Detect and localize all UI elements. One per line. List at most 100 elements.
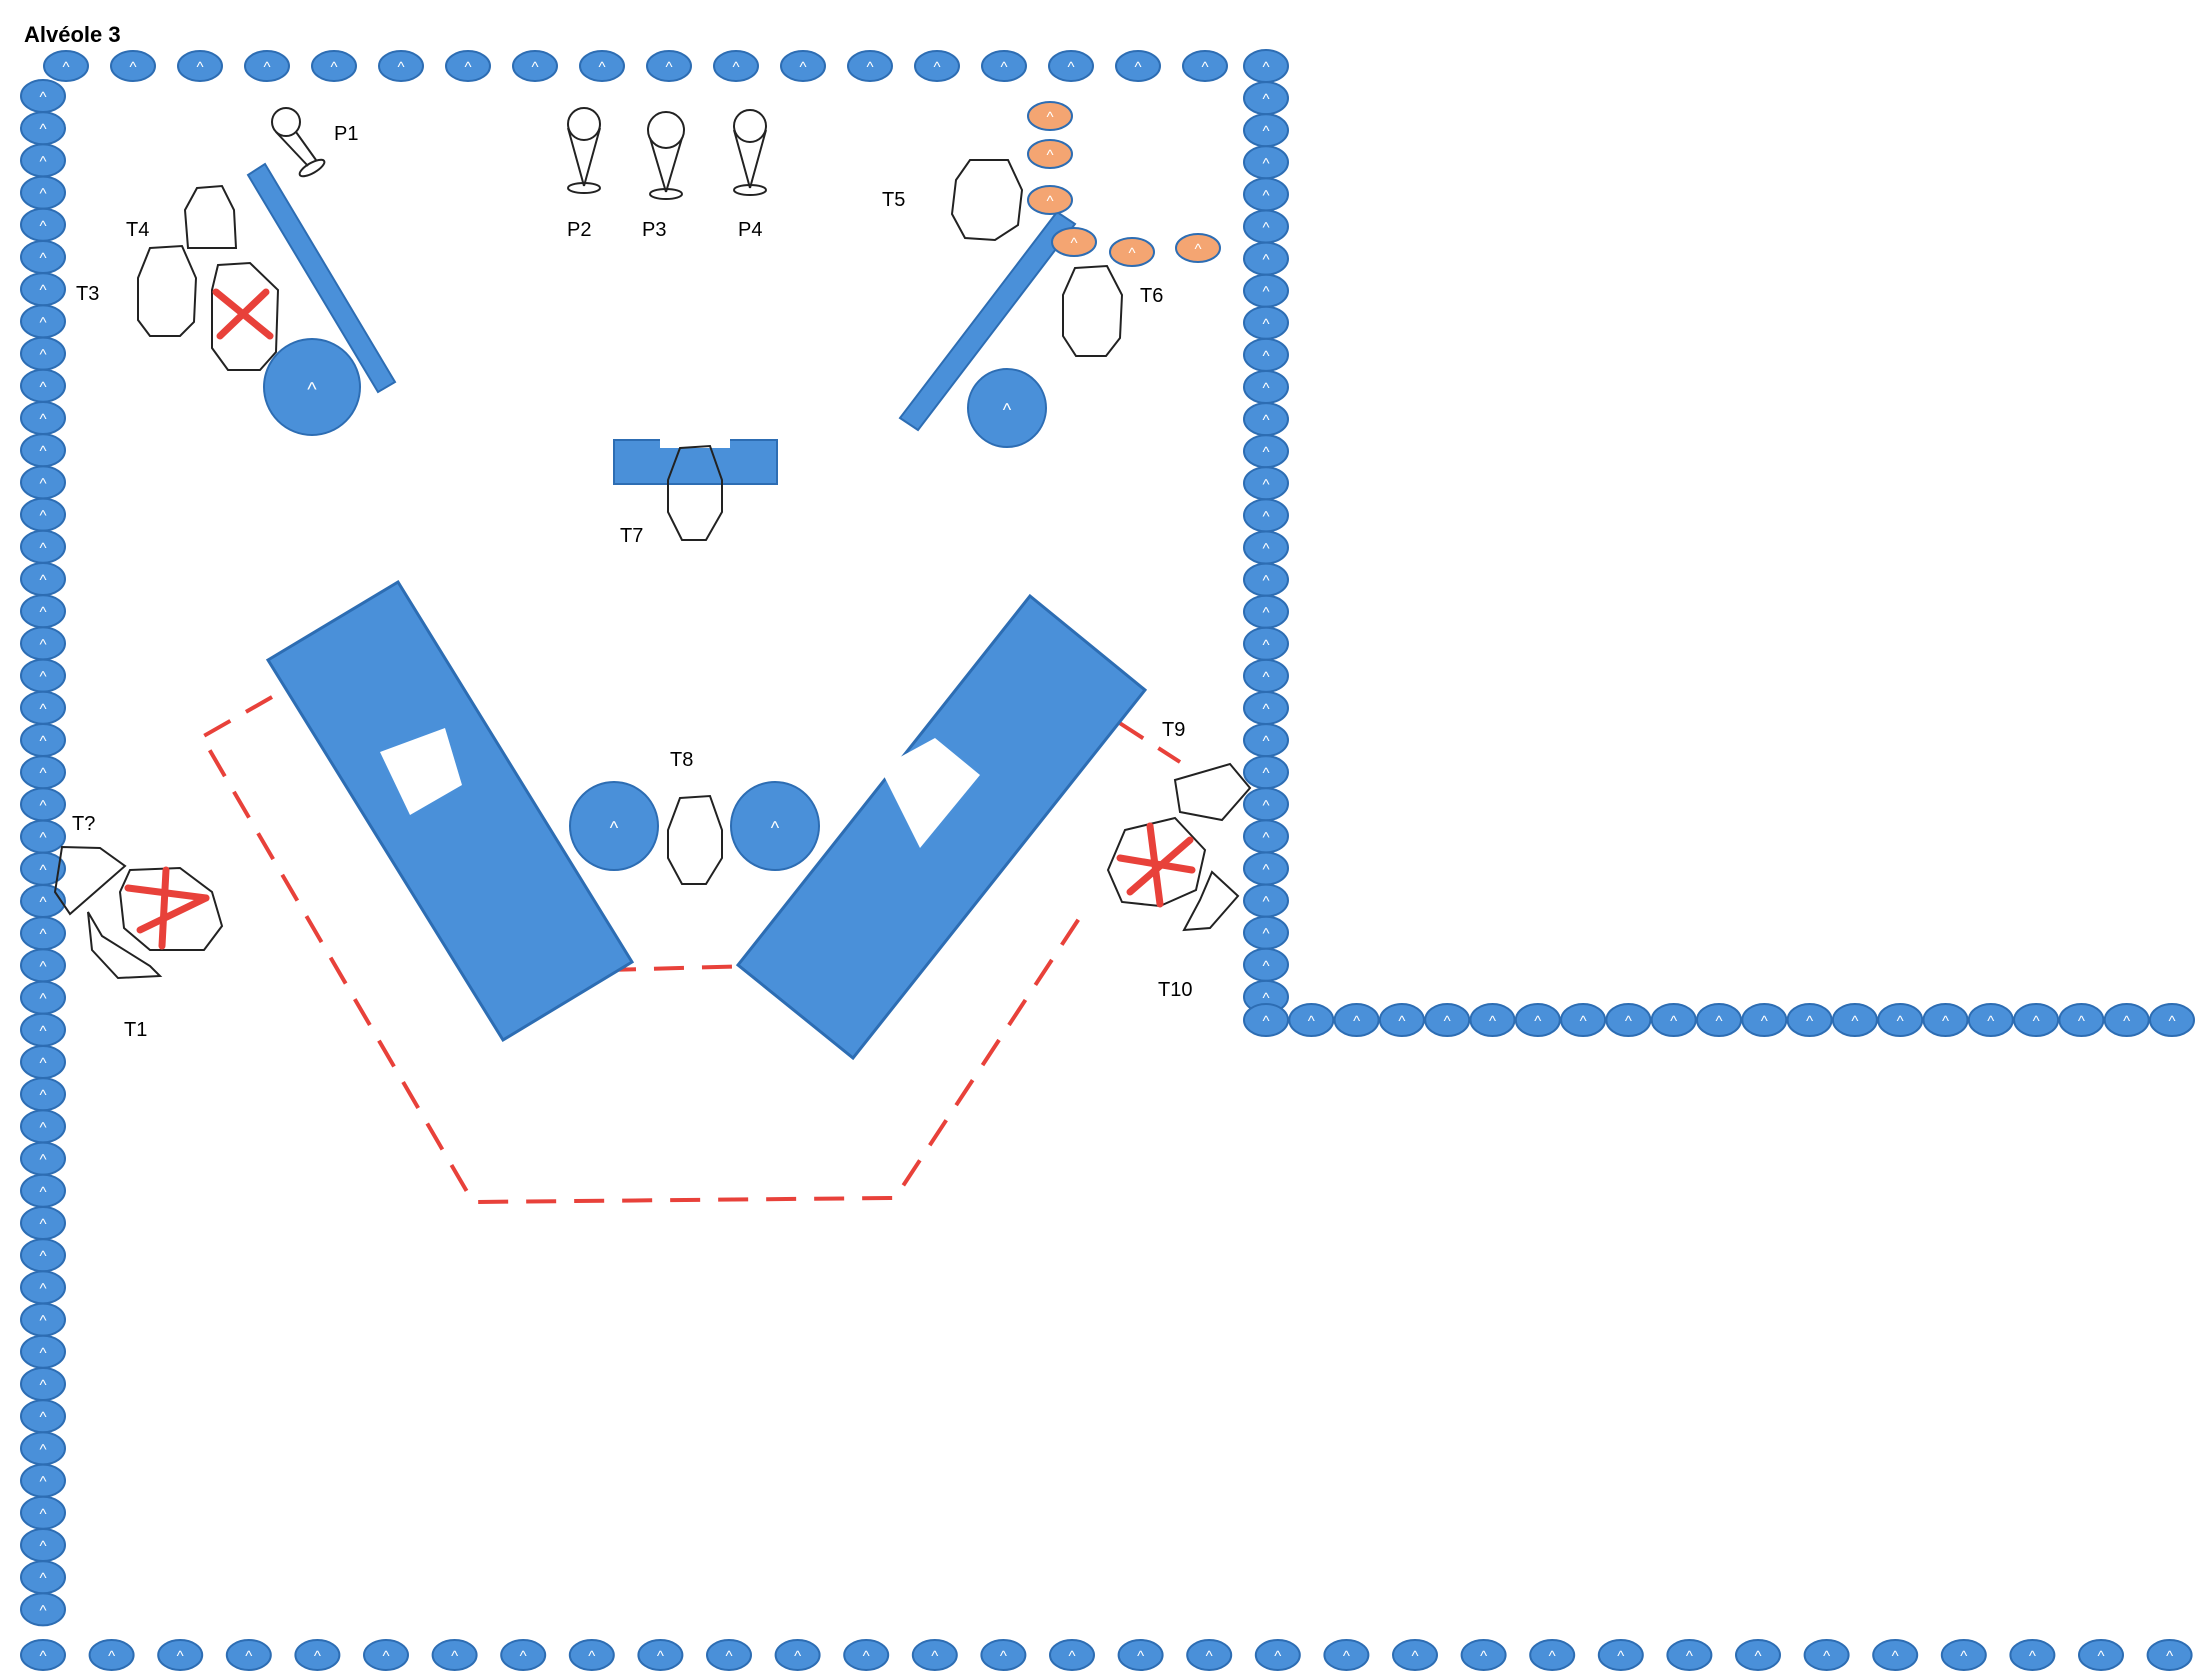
plant-glyph: ^ — [1262, 284, 1269, 301]
plant-glyph: ^ — [330, 59, 337, 76]
plant-glyph: ^ — [39, 379, 46, 396]
plant-glyph: ^ — [39, 894, 46, 911]
plant-glyph: ^ — [39, 572, 46, 589]
plant-glyph: ^ — [665, 59, 672, 76]
label-p2: P2 — [567, 219, 591, 241]
pedestal-p1 — [272, 108, 327, 179]
plant-glyph: ^ — [1343, 1648, 1350, 1665]
octagon-t2-crossed — [120, 868, 222, 950]
plant-glyph: ^ — [1625, 1013, 1632, 1030]
plant-glyph: ^ — [1046, 109, 1053, 126]
plant-glyph: ^ — [1715, 1013, 1722, 1030]
plant-glyph: ^ — [39, 862, 46, 879]
pedestals — [272, 108, 766, 199]
plant-glyph: ^ — [1823, 1648, 1830, 1665]
plant-glyph: ^ — [863, 1648, 870, 1665]
plant-glyph: ^ — [39, 121, 46, 138]
plant-glyph: ^ — [1206, 1648, 1213, 1665]
plant-glyph: ^ — [2097, 1648, 2104, 1665]
plant-glyph: ^ — [1398, 1013, 1405, 1030]
plant-glyph: ^ — [39, 282, 46, 299]
plant-glyph: ^ — [39, 186, 46, 203]
plant-glyph: ^ — [451, 1648, 458, 1665]
label-t4: T4 — [126, 219, 149, 241]
cross-t10 — [1120, 826, 1192, 904]
plant-glyph: ^ — [1262, 220, 1269, 237]
plant-glyph: ^ — [866, 59, 873, 76]
octagon-t4-top — [185, 186, 236, 248]
plant-glyph: ^ — [2033, 1013, 2040, 1030]
plant-glyph: ^ — [1262, 316, 1269, 333]
plant-glyph: ^ — [39, 733, 46, 750]
plant-glyph: ^ — [39, 153, 46, 170]
plant-glyph: ^ — [1580, 1013, 1587, 1030]
plant-glyph: ^ — [1262, 1013, 1269, 1030]
plant-glyph: ^ — [1262, 669, 1269, 686]
plant-glyph: ^ — [1194, 241, 1201, 258]
svg-text:^: ^ — [1003, 400, 1012, 420]
plant-glyph: ^ — [39, 991, 46, 1008]
octagon-t3 — [138, 246, 196, 336]
plant-glyph: ^ — [39, 765, 46, 782]
plant-glyph: ^ — [263, 59, 270, 76]
octagon-t6 — [1063, 266, 1122, 356]
plant-glyph: ^ — [1262, 541, 1269, 558]
plant-glyph: ^ — [1480, 1648, 1487, 1665]
plant-glyph: ^ — [39, 1345, 46, 1362]
cross-t2 — [128, 870, 206, 946]
plant-glyph: ^ — [1262, 412, 1269, 429]
plant-glyph: ^ — [39, 1119, 46, 1136]
plant-glyph: ^ — [196, 59, 203, 76]
plant-glyph: ^ — [2166, 1648, 2173, 1665]
plant-glyph: ^ — [520, 1648, 527, 1665]
plant-glyph: ^ — [39, 1216, 46, 1233]
svg-text:^: ^ — [771, 818, 780, 838]
plant-glyph: ^ — [931, 1648, 938, 1665]
octagon-t5 — [952, 160, 1022, 240]
plant-glyph: ^ — [1262, 797, 1269, 814]
plant-glyph: ^ — [1262, 91, 1269, 108]
plant-glyph: ^ — [1262, 637, 1269, 654]
plant-glyph: ^ — [39, 314, 46, 331]
plant-glyph: ^ — [1444, 1013, 1451, 1030]
plant-glyph: ^ — [1489, 1013, 1496, 1030]
plant-glyph: ^ — [39, 830, 46, 847]
label-t5: T5 — [882, 189, 905, 211]
table-t7 — [614, 438, 777, 484]
pedestal-p2 — [568, 108, 600, 193]
plant-glyph: ^ — [1262, 380, 1269, 397]
plant-glyph: ^ — [1262, 765, 1269, 782]
plant-glyph: ^ — [1068, 1648, 1075, 1665]
plant-glyph: ^ — [732, 59, 739, 76]
plant-glyph: ^ — [62, 59, 69, 76]
plant-glyph: ^ — [1000, 1648, 1007, 1665]
plant-glyph: ^ — [39, 508, 46, 525]
plant-glyph: ^ — [1262, 508, 1269, 525]
pedestal-p3 — [648, 112, 684, 199]
plant-glyph: ^ — [39, 1023, 46, 1040]
plant-glyph: ^ — [1067, 59, 1074, 76]
plant-glyph: ^ — [1353, 1013, 1360, 1030]
plant-glyph: ^ — [39, 1184, 46, 1201]
plant-glyph: ^ — [1670, 1013, 1677, 1030]
plant-glyph: ^ — [794, 1648, 801, 1665]
plant-glyph: ^ — [1942, 1013, 1949, 1030]
plant-glyph: ^ — [39, 1538, 46, 1555]
plant-glyph: ^ — [1262, 829, 1269, 846]
plant-glyph: ^ — [1262, 894, 1269, 911]
plant-glyph: ^ — [39, 1313, 46, 1330]
label-t10: T10 — [1158, 979, 1192, 1001]
plant-glyph: ^ — [1134, 59, 1141, 76]
plant-glyph: ^ — [39, 1506, 46, 1523]
plant-glyph: ^ — [39, 669, 46, 686]
plant-glyph: ^ — [39, 1377, 46, 1394]
label-p1: P1 — [334, 123, 358, 145]
plant-glyph: ^ — [1262, 573, 1269, 590]
plant-glyph: ^ — [1201, 59, 1208, 76]
plant-glyph: ^ — [39, 1474, 46, 1491]
plant-glyph: ^ — [1617, 1648, 1624, 1665]
octagon-tables — [55, 160, 1250, 978]
plant-glyph: ^ — [1897, 1013, 1904, 1030]
label-t1: T1 — [124, 1019, 147, 1041]
